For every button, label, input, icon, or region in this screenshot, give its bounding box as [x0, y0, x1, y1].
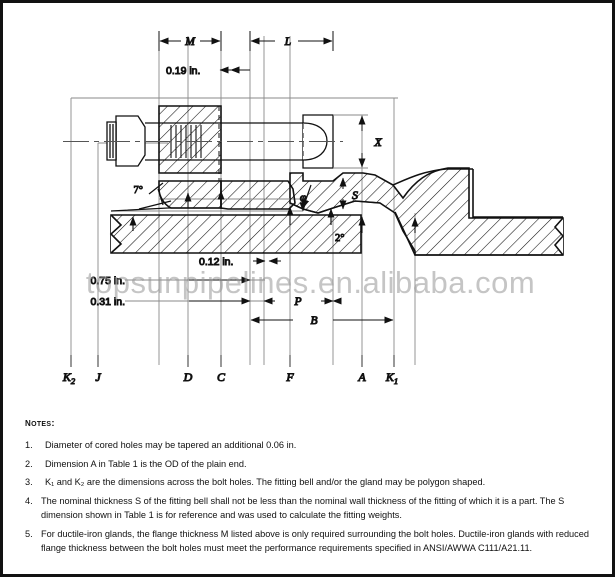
angle-label-phi: φ	[300, 192, 307, 204]
note-item: 1. Diameter of cored holes may be tapere…	[25, 438, 596, 453]
dim-label-L: L	[284, 36, 291, 48]
gland-flange	[158, 105, 222, 209]
baseline-label-K1: K1	[385, 370, 398, 386]
pipe-plain-end	[109, 214, 362, 254]
note-item: 4. The nominal thickness S of the fittin…	[25, 494, 596, 523]
gland-taper	[220, 180, 296, 210]
baseline-label-A: A	[357, 370, 366, 384]
dim-label-S: S	[352, 188, 358, 202]
note-number: 2.	[25, 458, 33, 469]
baseline-label-F: F	[285, 370, 294, 384]
note-number: 1.	[25, 440, 33, 450]
dimension-M	[158, 31, 222, 51]
notes-section: Notes: 1. Diameter of cored holes may be…	[3, 407, 612, 560]
break-line-right	[553, 217, 565, 256]
note-text: Dimension A in Table 1 is the OD of the …	[45, 458, 247, 469]
notes-heading: Notes:	[25, 417, 55, 429]
baseline-label-C: C	[217, 370, 226, 384]
baseline-label-J: J	[95, 370, 101, 384]
callout-0-75-in: 0.75 in.	[91, 275, 125, 287]
baseline-label-group: K2 J D C F A K1	[61, 370, 398, 387]
note-number: 4.	[25, 495, 33, 506]
callout-0-12-in: 0.12 in.	[199, 256, 233, 268]
dim-label-B: B	[310, 315, 317, 327]
dimension-X	[333, 114, 368, 169]
note-text: Diameter of cored holes may be tapered a…	[45, 440, 297, 450]
bell-contour	[392, 168, 563, 256]
baseline-label-K2: K2	[62, 370, 76, 386]
callout-0-31-in: 0.31 in.	[91, 296, 125, 308]
note-item: 2. Dimension A in Table 1 is the OD of t…	[25, 457, 596, 472]
note-item: 5. For ductile-iron glands, the flange t…	[25, 527, 596, 556]
note-item: 3. K₁ and K₂ are the dimensions across t…	[25, 475, 596, 490]
dimension-L	[249, 31, 334, 51]
dim-label-P: P	[293, 296, 301, 308]
angle-label-7deg: 7°	[134, 185, 143, 196]
technical-drawing: M L 0.19 in.	[3, 3, 612, 403]
bolt-assembly	[63, 106, 343, 181]
thickness-ticks	[129, 190, 419, 233]
dim-label-X: X	[373, 135, 382, 149]
baseline-label-D: D	[183, 370, 193, 384]
angle-7-leader	[138, 182, 172, 210]
note-number: 5.	[25, 528, 33, 539]
note-text: The nominal thickness S of the fitting b…	[41, 495, 565, 521]
callout-0-19-in: 0.19 in.	[166, 65, 200, 77]
note-text: For ductile-iron glands, the flange thic…	[41, 528, 589, 554]
baseline-ticks	[70, 355, 395, 367]
dim-label-M: M	[184, 36, 196, 48]
angle-label-2deg: 2°	[335, 233, 344, 244]
note-number: 3.	[25, 477, 33, 487]
note-text: K₁ and K₂ are the dimensions across the …	[45, 477, 486, 487]
